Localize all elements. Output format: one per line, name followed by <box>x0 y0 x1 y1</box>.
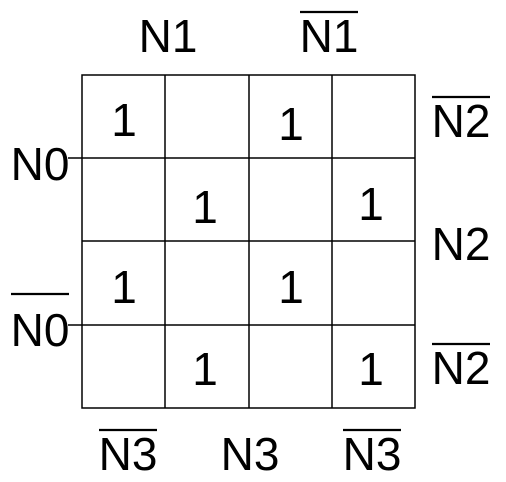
cell-r3-c3: 1 <box>358 343 384 395</box>
kmap-grid <box>68 74 416 409</box>
right-label-n2-bar-top: N2 <box>432 95 491 147</box>
right-label-n2-bar-bottom: N2 <box>432 342 491 394</box>
cell-r2-c0: 1 <box>111 261 137 313</box>
cell-r0-c2: 1 <box>278 98 304 150</box>
cell-r1-c3: 1 <box>358 178 384 230</box>
left-label-n0: N0 <box>11 138 70 190</box>
cell-r1-c1: 1 <box>192 181 218 233</box>
bottom-label-n3-bar-left: N3 <box>99 428 158 480</box>
left-label-n0-bar: N0 <box>11 304 70 356</box>
top-label-n1-bar: N1 <box>300 10 359 62</box>
kmap-cells: 1 1 1 1 1 1 1 1 <box>111 94 384 395</box>
cell-r2-c2: 1 <box>278 261 304 313</box>
cell-r3-c1: 1 <box>192 343 218 395</box>
top-label-n1: N1 <box>139 10 198 62</box>
right-label-n2: N2 <box>432 218 491 270</box>
bottom-label-n3-bar-right: N3 <box>343 428 402 480</box>
bottom-label-n3: N3 <box>221 428 280 480</box>
cell-r0-c0: 1 <box>111 94 137 146</box>
